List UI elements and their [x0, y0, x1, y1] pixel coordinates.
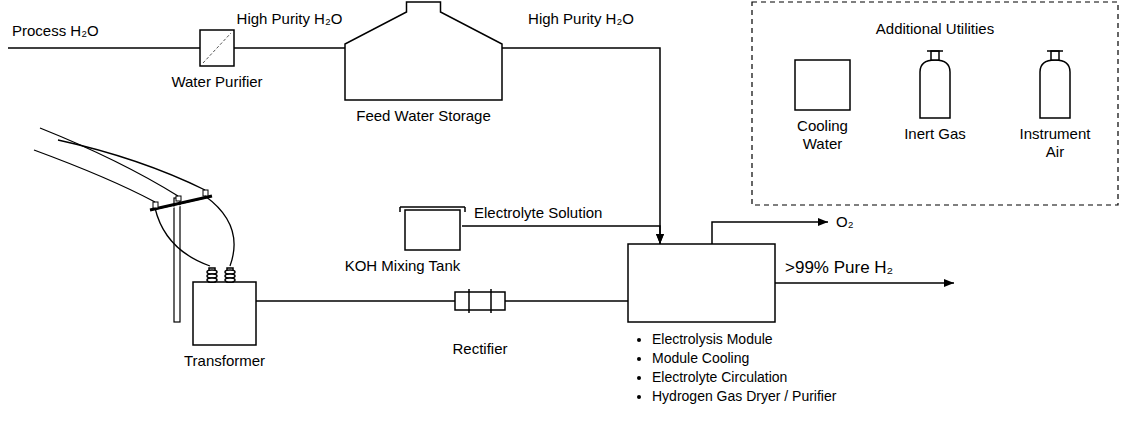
label-wrap: Instrument Air [1013, 125, 1097, 161]
flow-label: >99% Pure H₂ [785, 258, 893, 278]
electrolysis-module-outline [628, 244, 775, 322]
rectifier-outline [455, 292, 505, 310]
flow-connector [256, 300, 455, 302]
water-purifier-outline [200, 30, 234, 66]
rectifier: Rectifier [455, 292, 505, 310]
inert-gas-cylinder-outline [920, 48, 950, 118]
label-wrap: Feed Water Storage [356, 107, 491, 125]
connector-label: Electrolyte Solution [472, 204, 604, 222]
bullet-item: Electrolyte Circulation [652, 368, 836, 387]
component-label: Rectifier [452, 340, 507, 358]
bullet-list: Electrolysis ModuleModule CoolingElectro… [634, 330, 836, 406]
label-wrap: Additional Utilities [752, 20, 1118, 38]
electrolysis-module: Electrolysis ModuleModule CoolingElectro… [628, 244, 775, 322]
inert-gas-cylinder: Inert Gas [920, 48, 950, 118]
flow-connector [234, 47, 345, 49]
instrument-air-cylinder: Instrument Air [1040, 48, 1070, 118]
component-label: KOH Mixing Tank [345, 257, 461, 275]
label-wrap: Cooling Water [791, 117, 855, 153]
feed-line [8, 47, 200, 49]
connector-label: High Purity H₂O [235, 10, 345, 28]
bullet-item: Hydrogen Gas Dryer / Purifier [652, 387, 836, 406]
label-wrap: Water Purifier [171, 73, 262, 91]
label-wrap: Rectifier [452, 340, 507, 358]
utilities-group: Additional UtilitiesCooling WaterInert G… [752, 2, 1118, 205]
label-wrap: Transformer [184, 352, 265, 370]
power-wires [34, 128, 234, 266]
hydrogen-outlet-line [775, 282, 954, 284]
koh-mixing-tank-outline [403, 206, 462, 250]
feed-water-storage-tank: Feed Water Storage [345, 2, 502, 100]
label-wrap: Inert Gas [904, 125, 966, 143]
flow-connector [462, 226, 660, 244]
flow-label: Process H₂O [12, 22, 99, 40]
cooling-water-box-outline [795, 60, 850, 110]
component-label: Feed Water Storage [356, 107, 491, 125]
feed-water-storage-tank-outline [345, 2, 502, 100]
flow-label: O₂ [836, 213, 854, 231]
water-purifier: Water Purifier [200, 30, 234, 66]
group-title: Additional Utilities [752, 20, 1118, 38]
component-label: Water Purifier [171, 73, 262, 91]
bullet-item: Electrolysis Module [652, 330, 836, 349]
component-label: Cooling Water [791, 117, 855, 153]
oxygen-outlet-line [712, 222, 828, 244]
connector-label: High Purity H₂O [526, 10, 636, 28]
component-label: Instrument Air [1013, 125, 1097, 161]
cooling-water-box: Cooling Water [795, 60, 850, 110]
instrument-air-cylinder-outline [1040, 48, 1070, 118]
bullet-item: Module Cooling [652, 349, 836, 368]
transformer: Transformer [193, 282, 256, 345]
component-label: Inert Gas [904, 125, 966, 143]
label-wrap: KOH Mixing Tank [345, 257, 461, 275]
flow-connector [505, 300, 628, 302]
transformer-outline [193, 282, 256, 345]
component-label: Transformer [184, 352, 265, 370]
koh-mixing-tank: KOH Mixing Tank [403, 206, 462, 250]
